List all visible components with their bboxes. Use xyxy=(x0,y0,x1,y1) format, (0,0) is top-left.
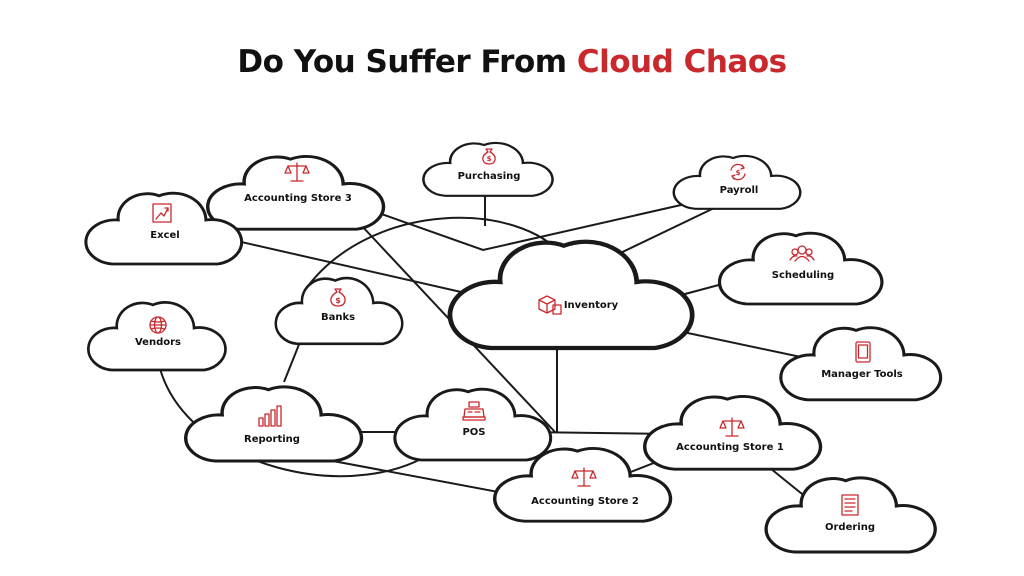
cloud-node-inventory xyxy=(450,242,692,348)
bar-chart-icon xyxy=(258,405,282,427)
svg-text:$: $ xyxy=(335,296,341,305)
node-label-inventory: Inventory xyxy=(564,300,619,311)
cloud-node-reporting xyxy=(184,385,364,463)
people-icon xyxy=(789,245,815,262)
cloud-node-banks xyxy=(274,276,404,346)
cloud-node-pos xyxy=(393,387,553,462)
scale-icon xyxy=(571,467,597,487)
money-bag-icon: $ xyxy=(330,288,346,307)
node-label-ordering: Ordering xyxy=(825,522,875,533)
money-bag-icon: $ xyxy=(482,148,496,165)
document-icon xyxy=(841,494,859,516)
boxes-icon xyxy=(538,295,562,315)
svg-text:$: $ xyxy=(736,169,741,177)
title-highlight: Cloud Chaos xyxy=(576,44,787,80)
scale-icon xyxy=(284,162,310,182)
node-label-accounting-store-2: Accounting Store 2 xyxy=(531,496,639,507)
node-label-excel: Excel xyxy=(150,230,179,241)
payroll-cycle-icon: $ xyxy=(730,163,746,181)
cloud-node-scheduling xyxy=(717,231,884,306)
edge-vendors-pos xyxy=(156,354,443,478)
cloud-node-manager-tools xyxy=(779,326,943,402)
node-label-pos: POS xyxy=(462,427,485,438)
trend-chart-icon xyxy=(152,203,172,223)
scale-icon xyxy=(719,417,745,437)
globe-icon xyxy=(149,316,167,334)
node-label-purchasing: Purchasing xyxy=(458,171,521,182)
node-label-payroll: Payroll xyxy=(720,185,759,196)
node-label-vendors: Vendors xyxy=(135,337,181,348)
cash-register-icon xyxy=(462,401,486,421)
tablet-icon xyxy=(855,341,871,363)
node-label-reporting: Reporting xyxy=(244,434,300,445)
svg-text:$: $ xyxy=(487,155,492,163)
node-label-manager-tools: Manager Tools xyxy=(821,369,903,380)
node-label-banks: Banks xyxy=(321,312,355,323)
node-label-scheduling: Scheduling xyxy=(772,270,834,281)
node-label-accounting-store-1: Accounting Store 1 xyxy=(676,442,784,453)
node-label-accounting-store-3: Accounting Store 3 xyxy=(244,193,352,204)
page-title: Do You Suffer From Cloud Chaos xyxy=(0,44,1024,80)
title-prefix: Do You Suffer From xyxy=(237,44,577,80)
edge-accounting3-payroll xyxy=(355,194,726,252)
edge-banks-inventory-arc xyxy=(304,216,566,291)
edge-excel-inventory xyxy=(214,235,506,303)
